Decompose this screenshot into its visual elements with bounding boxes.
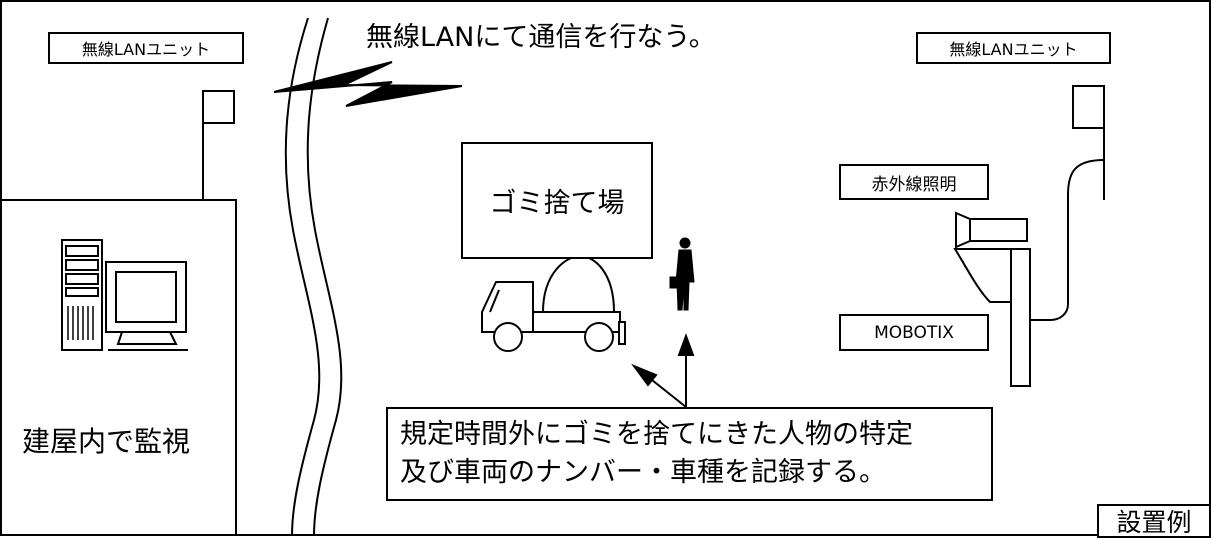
wireless-unit-right-label: 無線LANユニット bbox=[916, 32, 1111, 64]
camera-icon bbox=[953, 248, 1031, 387]
installation-example-tag: 設置例 bbox=[1097, 504, 1211, 538]
dump-site-box: ゴミ捨て場 bbox=[461, 142, 653, 259]
building-outline bbox=[1, 199, 237, 536]
purpose-note: 規定時間外にゴミを捨てにきた人物の特定 及び車両のナンバー・車種を記録する。 bbox=[386, 407, 993, 501]
left-antenna bbox=[202, 90, 235, 200]
right-antenna bbox=[1030, 85, 1105, 321]
boundary-curves bbox=[284, 17, 343, 536]
purpose-note-line1: 規定時間外にゴミを捨てにきた人物の特定 bbox=[400, 419, 913, 450]
wireless-comm-label: 無線LANにて通信を行なう。 bbox=[366, 22, 716, 53]
wireless-unit-left-label: 無線LANユニット bbox=[48, 32, 244, 64]
pointer-arrows bbox=[631, 333, 695, 408]
garbage-truck-icon bbox=[481, 254, 626, 352]
wireless-signal-icon bbox=[273, 61, 463, 107]
computer-icon bbox=[61, 239, 188, 351]
purpose-note-line2: 及び車両のナンバー・車種を記録する。 bbox=[400, 457, 886, 488]
building-monitor-label: 建屋内で監視 bbox=[22, 425, 191, 458]
infrared-light-label: 赤外線照明 bbox=[839, 164, 989, 200]
person-icon bbox=[669, 237, 695, 311]
camera-label: MOBOTIX bbox=[839, 314, 989, 351]
infrared-light-icon bbox=[955, 211, 1028, 249]
